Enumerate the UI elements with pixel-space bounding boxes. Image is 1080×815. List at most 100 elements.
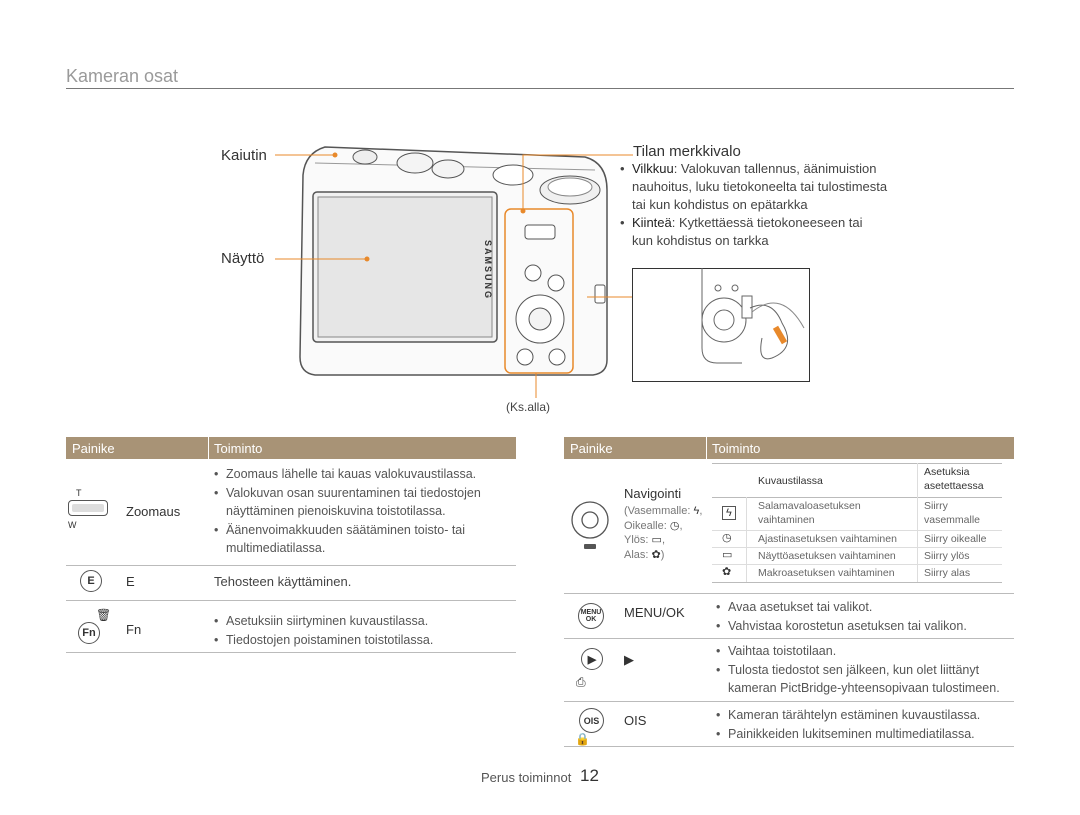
inner-row1-b1: Siirry xyxy=(924,500,948,512)
fn-label: Fn xyxy=(126,622,142,637)
header-divider xyxy=(706,437,707,459)
play-item-2b: kameran PictBridge-yhteensopivaan tulost… xyxy=(728,681,1000,695)
ois-function-list: Kameran tärähtelyn estäminen kuvaustilas… xyxy=(716,706,1014,743)
nav-dir-left-text: (Vasemmalle: xyxy=(624,505,691,517)
row-divider xyxy=(66,600,516,601)
blink-line-3: tai kun kohdistus on epätarkka xyxy=(632,197,808,212)
play-item-2: Tulosta tiedostot sen jälkeen, kun olet … xyxy=(716,661,1014,698)
page-number: 12 xyxy=(580,766,599,785)
zoom-w-label: W xyxy=(68,520,77,530)
ois-label: OIS xyxy=(624,713,647,728)
row-divider xyxy=(66,565,516,566)
menu-ok-button-icon: MENU OK xyxy=(578,603,604,629)
nav-dir-down-text: Alas: xyxy=(624,548,649,561)
inner-row2-a1: Ajastinasetuksen vaihtaminen xyxy=(758,533,897,545)
zoom-item-2: Valokuvan osan suurentaminen tai tiedost… xyxy=(214,484,514,521)
status-blink-item: Vilkkuu: Valokuvan tallennus, äänimuisti… xyxy=(620,160,940,214)
inner-row1-a1: Salamavaloasetuksen xyxy=(758,500,861,512)
left-col-function: Toiminto xyxy=(214,441,263,456)
row-divider xyxy=(66,652,516,653)
steady-line-1: : Kytkettäessä tietokoneeseen tai xyxy=(671,215,863,230)
inner-hdr-settings-1: Asetuksia xyxy=(924,466,970,478)
timer-icon: ◷ xyxy=(669,519,680,532)
nav-dir-up: Ylös: ▭, xyxy=(624,534,665,546)
menu-function-list: Avaa asetukset tai valikot. Vahvistaa ko… xyxy=(716,598,1014,635)
inner-flash-icon: ϟ xyxy=(722,506,736,520)
zoom-t-label: T xyxy=(76,488,82,498)
steady-line-2: kun kohdistus on tarkka xyxy=(632,233,769,248)
inner-vrule xyxy=(917,463,918,582)
blink-term: Vilkkuu xyxy=(632,161,674,176)
inner-rule xyxy=(712,564,1002,565)
flash-icon: ϟ xyxy=(693,505,700,517)
inner-macro-icon: ✿ xyxy=(722,566,732,578)
inner-row1-a2: vaihtaminen xyxy=(758,514,815,526)
inner-row2-b1: Siirry oikealle xyxy=(924,533,987,545)
page-title: Kameran osat xyxy=(66,66,179,86)
navigation-pad-icon xyxy=(571,501,609,549)
ok-icon-text: OK xyxy=(585,616,597,623)
nav-dir-right-text: Oikealle: xyxy=(624,519,667,532)
blink-line-1: : Valokuvan tallennus, äänimuistion xyxy=(673,161,877,176)
nav-label: Navigointi xyxy=(624,486,682,501)
macro-icon: ✿ xyxy=(651,548,661,561)
title-divider xyxy=(66,88,1014,89)
fn-function-list: Asetuksiin siirtyminen kuvaustilassa. Ti… xyxy=(214,612,514,649)
e-button-icon: E xyxy=(80,570,102,592)
print-icon: ⎙ xyxy=(576,675,586,689)
inner-rule xyxy=(712,497,1002,498)
status-steady-item: Kiinteä: Kytkettäessä tietokoneeseen tai… xyxy=(620,214,940,250)
play-item-2a: Tulosta tiedostot sen jälkeen, kun olet … xyxy=(728,662,980,677)
inner-display-icon: ▭ xyxy=(722,549,733,561)
footer-section: Perus toiminnot xyxy=(481,770,572,785)
inner-timer-icon: ◷ xyxy=(722,532,732,544)
zoom-label: Zoomaus xyxy=(126,504,181,519)
nav-inner-table: Kuvaustilassa Asetuksia asetettaessa ϟ S… xyxy=(712,463,1002,588)
row-divider xyxy=(564,638,1014,639)
left-col-button: Painike xyxy=(72,441,115,456)
inner-vrule xyxy=(746,497,747,582)
zoom-lever-inner xyxy=(72,504,104,512)
ois-item-1: Kameran tärähtelyn estäminen kuvaustilas… xyxy=(716,706,1014,725)
play-item-1: Vaihtaa toistotilaan. xyxy=(716,642,1014,661)
zoom-item-2a: Valokuvan osan suurentaminen tai tiedost… xyxy=(226,485,481,500)
nav-dir-left: (Vasemmalle: ϟ, xyxy=(624,505,703,517)
e-function-text: Tehosteen käyttäminen. xyxy=(214,574,352,589)
camera-brand-logo: SAMSUNG xyxy=(483,240,493,301)
fn-item-2: Tiedostojen poistaminen toistotilassa. xyxy=(214,631,514,650)
camera-back-illustration xyxy=(275,146,633,398)
play-function-list: Vaihtaa toistotilaan. Tulosta tiedostot … xyxy=(716,642,1014,698)
steady-term: Kiinteä xyxy=(632,215,672,230)
fn-button-icon: Fn xyxy=(78,622,100,644)
trash-icon: 🗑 xyxy=(96,608,112,622)
row-divider xyxy=(564,593,1014,594)
play-label: ▶ xyxy=(624,652,634,667)
fn-item-1: Asetuksiin siirtyminen kuvaustilassa. xyxy=(214,612,514,631)
inner-row1-b2: vasemmalle xyxy=(924,514,981,526)
blink-line-2: nauhoitus, luku tietokoneelta tai tulost… xyxy=(632,179,888,194)
right-col-function: Toiminto xyxy=(712,441,761,456)
right-col-button: Painike xyxy=(570,441,613,456)
row-divider xyxy=(564,701,1014,702)
zoom-function-list: Zoomaus lähelle tai kauas valokuvaustila… xyxy=(214,465,514,558)
ois-button-icon: OIS xyxy=(579,708,604,733)
menu-item-1: Avaa asetukset tai valikot. xyxy=(716,598,1014,617)
inner-rule xyxy=(712,463,1002,464)
zoom-item-2b: näyttäminen pienoiskuvina toistotilassa. xyxy=(226,504,446,518)
menu-label: MENU/OK xyxy=(624,605,685,620)
display-icon: ▭ xyxy=(651,534,662,546)
menu-icon-text: MENU xyxy=(580,609,602,616)
play-button-icon: ▶ xyxy=(581,648,603,670)
inner-row4-b1: Siirry alas xyxy=(924,567,971,579)
e-label: E xyxy=(126,574,135,589)
strap-detail-inset xyxy=(632,268,810,382)
nav-dir-down: Alas: ✿) xyxy=(624,548,665,561)
zoom-item-3: Äänenvoimakkuuden säätäminen toisto- tai… xyxy=(214,521,514,558)
inner-row4-a1: Makroasetuksen vaihtaminen xyxy=(758,567,895,579)
nav-dir-right: Oikealle: ◷, xyxy=(624,519,683,532)
status-lamp-list: Vilkkuu: Valokuvan tallennus, äänimuisti… xyxy=(620,160,940,250)
inner-hdr-shoot: Kuvaustilassa xyxy=(758,475,823,487)
lock-icon: 🔒 xyxy=(575,732,590,746)
inner-row3-a1: Näyttöasetuksen vaihtaminen xyxy=(758,550,896,562)
ois-item-2: Painikkeiden lukitseminen multimediatila… xyxy=(716,725,1014,744)
